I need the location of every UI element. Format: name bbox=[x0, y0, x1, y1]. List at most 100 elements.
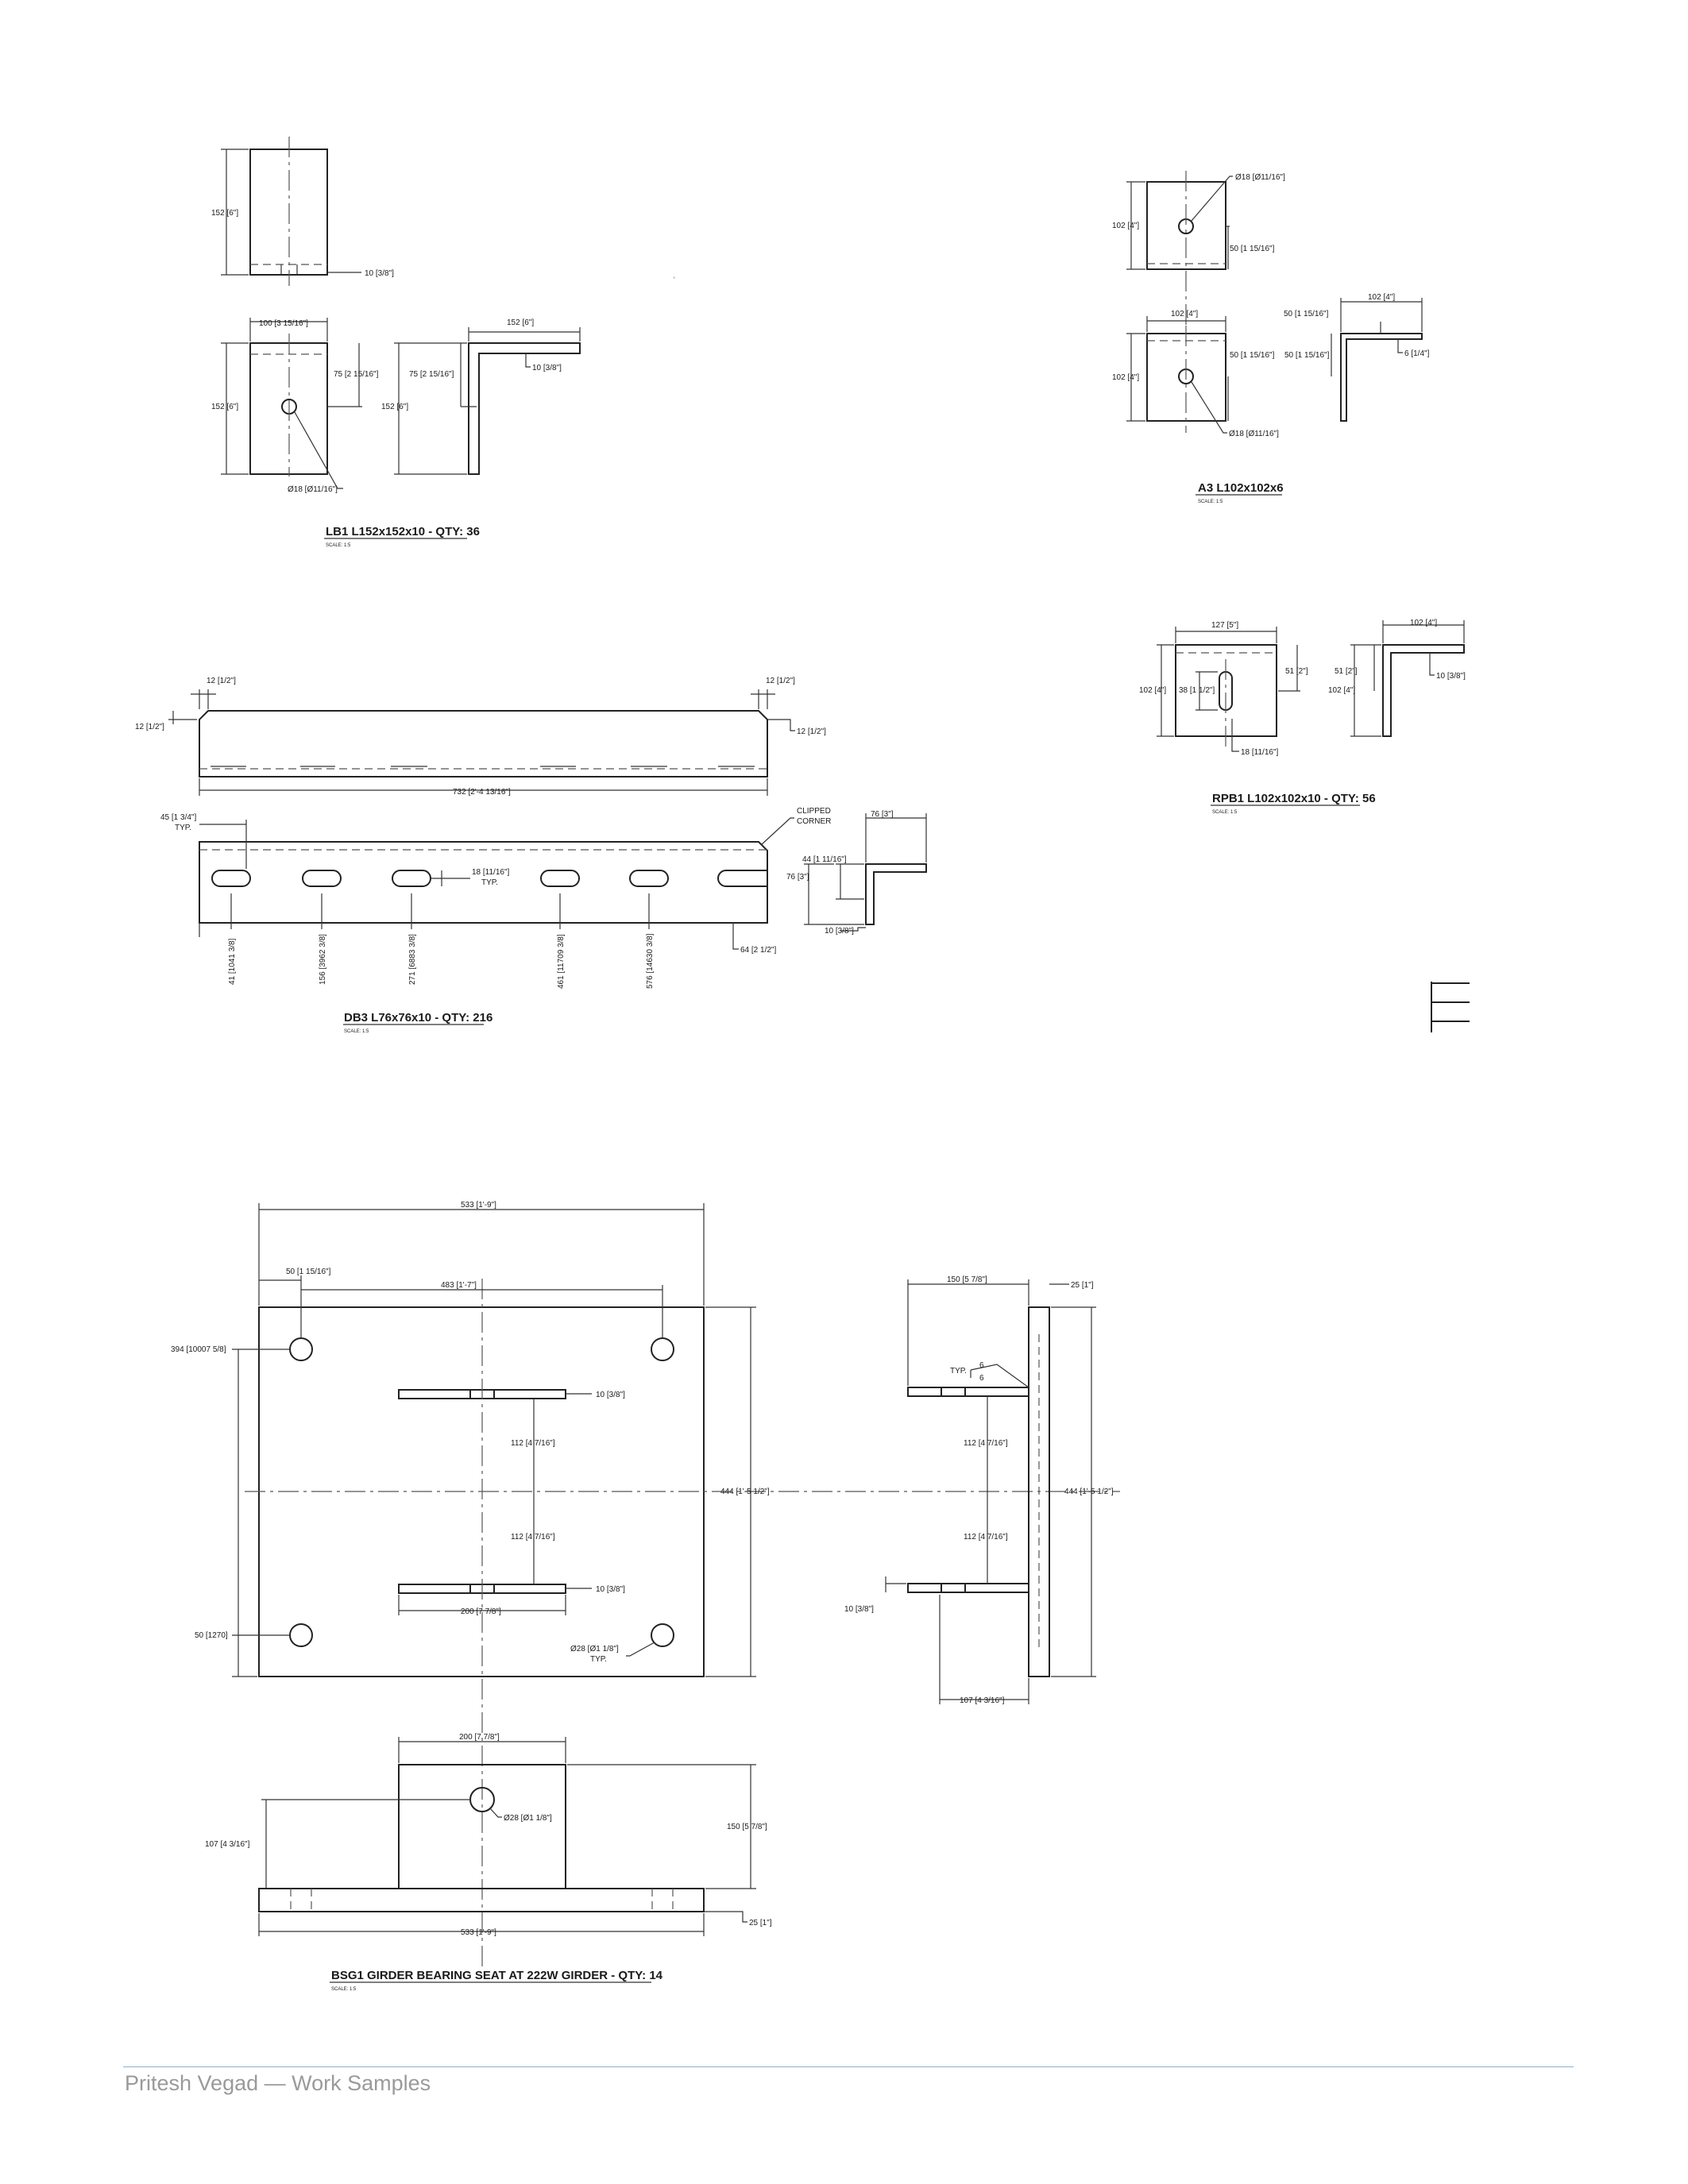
bsg1-stiff-t1: 10 [3/8"] bbox=[596, 1391, 625, 1399]
db3-slot-3 bbox=[392, 870, 431, 887]
bsg1-bot-h: 150 [5 7/8"] bbox=[727, 1823, 767, 1831]
db3-end-slot bbox=[717, 870, 767, 887]
a3-side-leg: 102 [4"] bbox=[1368, 293, 1395, 302]
footer-rule bbox=[123, 2066, 1574, 2067]
bsg1-hole-tl bbox=[289, 1337, 313, 1361]
a3-scale: SCALE: 1:5 bbox=[1198, 500, 1223, 504]
bsg1-side-off: 107 [4 3/16"] bbox=[960, 1696, 1005, 1705]
bsg1-sp2: 112 [4 7/16"] bbox=[511, 1533, 555, 1542]
lb1-top-t: 10 [3/8"] bbox=[365, 269, 394, 278]
db3-slot-4 bbox=[540, 870, 580, 887]
bsg1-edge: 50 [1 15/16"] bbox=[286, 1268, 331, 1276]
bsg1-holes-cc: 483 [1'-7"] bbox=[441, 1281, 477, 1290]
bsg1-side-proj: 150 [5 7/8"] bbox=[947, 1275, 987, 1284]
bsg1-scale: SCALE: 1:5 bbox=[331, 1987, 357, 1992]
bsg1-bot-len: 533 [1'-9"] bbox=[461, 1928, 496, 1937]
db3-end: 64 [2 1/2"] bbox=[740, 946, 776, 955]
db3-scale: SCALE: 1:5 bbox=[344, 1029, 369, 1034]
bsg1-bot-hole: Ø28 [Ø1 1/8"] bbox=[504, 1814, 552, 1823]
detail-rpb1: 127 [5"] 102 [4"] 38 [1 1/2"] 51 [2"] 18… bbox=[1139, 619, 1466, 815]
db3-slot-5 bbox=[629, 870, 669, 887]
bsg1-weld-2: 6 bbox=[979, 1374, 984, 1383]
db3-length: 732 [2'-4 13/16"] bbox=[453, 788, 511, 797]
detail-lb1: 152 [6"] 10 [3/8"] 100 [3 15/16"] 75 [2 … bbox=[211, 137, 581, 548]
db3-title: DB3 L76x76x10 - QTY: 216 bbox=[344, 1011, 492, 1024]
bsg1-hole-tr bbox=[651, 1337, 674, 1361]
db3-ord-5: 576 [14630 3/8] bbox=[646, 933, 655, 989]
lb1-front-h: 152 [6"] bbox=[211, 403, 238, 411]
bsg1-side-t: 25 [1"] bbox=[1071, 1281, 1094, 1290]
bsg1-ord-top: 394 [10007 5/8] bbox=[171, 1345, 226, 1354]
bsg1-side-h: 444 [1'-5 1/2"] bbox=[1064, 1488, 1114, 1496]
lb1-front-w: 100 [3 15/16"] bbox=[259, 319, 308, 328]
rpb1-w: 127 [5"] bbox=[1211, 621, 1238, 630]
bsg1-hole-br bbox=[651, 1623, 674, 1647]
bsg1-hole-dim: Ø28 [Ø1 1/8"] bbox=[570, 1645, 619, 1653]
bsg1-sp1: 112 [4 7/16"] bbox=[511, 1439, 555, 1448]
bsg1-bottom-stiffener bbox=[398, 1764, 566, 1889]
bsg1-side-stiff-t: 10 [3/8"] bbox=[844, 1605, 874, 1614]
db3-slot-2 bbox=[302, 870, 342, 887]
lb1-top-h: 152 [6"] bbox=[211, 209, 238, 218]
bsg1-weld-1: 6 bbox=[979, 1361, 984, 1370]
bsg1-bot-off: 107 [4 3/16"] bbox=[205, 1840, 250, 1849]
a3-side-t: 6 [1/4"] bbox=[1404, 349, 1430, 358]
db3-slot-dim: 18 [11/16"] bbox=[472, 868, 510, 877]
db3-slot-typ: TYP. bbox=[481, 878, 498, 887]
rpb1-title: RPB1 L102x102x10 - QTY: 56 bbox=[1212, 792, 1376, 805]
a3-front-w: 102 [4"] bbox=[1171, 310, 1198, 318]
rpb1-side-view bbox=[1382, 644, 1465, 737]
rpb1-off: 51 [2"] bbox=[1285, 667, 1308, 676]
bsg1-plate-w: 533 [1'-9"] bbox=[461, 1201, 496, 1210]
a3-side-off-top: 50 [1 15/16"] bbox=[1284, 310, 1329, 318]
db3-side-view bbox=[865, 863, 927, 925]
footer-text: Pritesh Vegad — Work Samples bbox=[125, 2071, 431, 2095]
bsg1-bot-t: 25 [1"] bbox=[749, 1919, 772, 1927]
db3-clipped-2: CORNER bbox=[797, 817, 831, 826]
db3-edge: 45 [1 3/4"] bbox=[160, 813, 196, 822]
db3-ord-4: 461 [11709 3/8] bbox=[557, 934, 566, 989]
rpb1-side-leg: 102 [4"] bbox=[1410, 619, 1437, 627]
rpb1-side-h: 102 [4"] bbox=[1328, 686, 1355, 695]
a3-title: A3 L102x102x6 bbox=[1198, 481, 1284, 495]
rpb1-scale: SCALE: 1:5 bbox=[1212, 810, 1238, 815]
detail-bsg1: 533 [1'-9"] 50 [1 15/16"] 483 [1'-7"] 39… bbox=[171, 1201, 1120, 1992]
rpb1-side-off: 51 [2"] bbox=[1335, 667, 1358, 676]
bsg1-weld-typ: TYP. bbox=[950, 1367, 967, 1376]
bsg1-hole-typ: TYP. bbox=[590, 1655, 607, 1664]
db3-side-h: 76 [3"] bbox=[786, 873, 809, 882]
lb1-front-hole: 75 [2 15/16"] bbox=[334, 370, 379, 379]
bsg1-side-plate bbox=[1028, 1306, 1050, 1677]
db3-clip-rv: 12 [1/2"] bbox=[797, 727, 826, 736]
db3-side-off: 44 [1 11/16"] bbox=[802, 855, 847, 864]
rpb1-slot-w: 18 [11/16"] bbox=[1241, 748, 1279, 757]
bsg1-side-sp2: 112 [4 7/16"] bbox=[964, 1533, 1008, 1542]
a3-top-h: 102 [4"] bbox=[1112, 222, 1139, 230]
db3-clip-lv: 12 [1/2"] bbox=[135, 723, 164, 731]
stray-mark: ʿ bbox=[673, 276, 675, 285]
rpb1-h: 102 [4"] bbox=[1139, 686, 1166, 695]
detail-a3: Ø18 [Ø11/16"] 102 [4"] 50 [1 15/16"] 102… bbox=[1112, 171, 1430, 504]
bsg1-hole-bl bbox=[289, 1623, 313, 1647]
db3-edge-typ: TYP. bbox=[175, 824, 191, 832]
a3-side-off: 50 [1 15/16"] bbox=[1284, 351, 1330, 360]
lb1-scale: SCALE: 1:5 bbox=[326, 543, 351, 548]
db3-slot-1 bbox=[211, 870, 251, 887]
db3-ord-3: 271 [6883 3/8] bbox=[408, 934, 417, 985]
a3-front-hole-dim: Ø18 [Ø11/16"] bbox=[1229, 430, 1279, 438]
bsg1-side-stiff-top bbox=[907, 1387, 1029, 1397]
bsg1-bot-w: 200 [7 7/8"] bbox=[459, 1733, 500, 1742]
lb1-side-hole: 75 [2 15/16"] bbox=[409, 370, 454, 379]
bsg1-stiff-t2: 10 [3/8"] bbox=[596, 1585, 625, 1594]
db3-ord-1: 41 [1041 3/8] bbox=[228, 938, 237, 985]
bsg1-base-plate bbox=[258, 1888, 705, 1912]
db3-clipped-1: CLIPPED bbox=[797, 807, 831, 816]
db3-ord-2: 156 [3962 3/8] bbox=[319, 934, 327, 985]
lb1-title: LB1 L152x152x10 - QTY: 36 bbox=[326, 525, 480, 538]
lb1-side-t: 10 [3/8"] bbox=[532, 364, 562, 372]
bsg1-side-stiff-bot bbox=[907, 1583, 1029, 1593]
bsg1-title: BSG1 GIRDER BEARING SEAT AT 222W GIRDER … bbox=[331, 1969, 663, 1982]
db3-clip-r: 12 [1/2"] bbox=[766, 677, 795, 685]
bsg1-plate-h: 444 [1'-5 1/2"] bbox=[720, 1488, 770, 1496]
